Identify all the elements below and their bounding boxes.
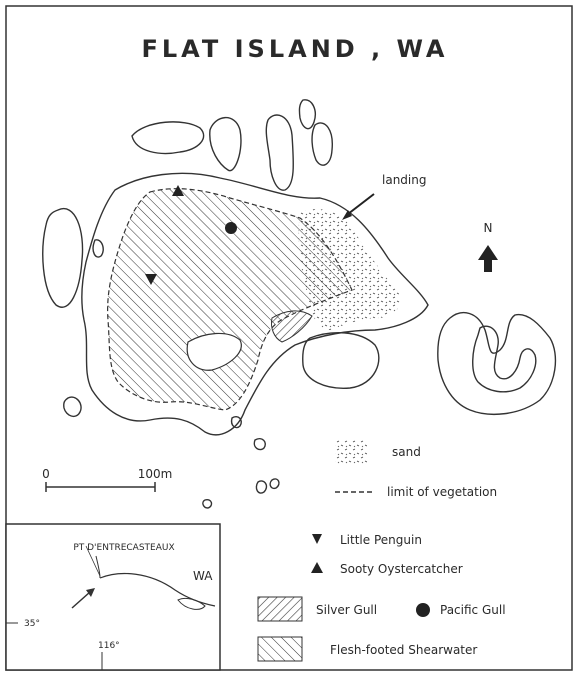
legend-shearwater-swatch (257, 636, 303, 662)
main-island-coast (81, 172, 429, 436)
islet-south-5 (202, 498, 213, 509)
legend-sand-label: sand (392, 445, 421, 459)
inset-small-island (177, 597, 206, 610)
legend-little-penguin-icon (312, 534, 322, 544)
inset-pointer-line (85, 545, 101, 577)
landing-label: landing (382, 173, 426, 187)
legend-sooty-oystercatcher-label: Sooty Oystercatcher (340, 562, 463, 576)
scale-bar-end-label: 100m (138, 467, 173, 481)
sooty-oystercatcher-marker (172, 185, 184, 196)
inset-state-label: WA (193, 569, 213, 583)
inset-map-frame (5, 523, 221, 671)
inset-location-arrow (71, 591, 91, 609)
north-label: N (484, 221, 493, 235)
shearwater-colony-area (107, 188, 353, 411)
pacific-gull-marker (225, 222, 237, 234)
islet-south-3 (255, 480, 268, 494)
inset-coastline (99, 572, 216, 607)
islet-north-5 (311, 122, 333, 166)
map-frame (5, 5, 573, 671)
islet-north-1 (131, 121, 205, 155)
islet-south-2 (253, 438, 266, 451)
north-arrow-icon (478, 245, 498, 272)
islet-north-4 (298, 99, 316, 130)
legend-pacific-gull-label: Pacific Gull (440, 603, 506, 617)
inset-lon-label: 116° (98, 641, 120, 651)
islet-south-4 (269, 478, 280, 490)
little-penguin-marker (145, 274, 157, 285)
legend-silver-gull-label: Silver Gull (316, 603, 377, 617)
islet-east (437, 311, 557, 415)
legend-vegetation-label: limit of vegetation (387, 485, 497, 499)
inset-place-label: PT D'ENTRECASTEAUX (73, 543, 174, 553)
islet-west (42, 207, 84, 308)
legend-shearwater-label: Flesh-footed Shearwater (330, 643, 477, 657)
legend-sand-swatch (335, 440, 367, 464)
map-title: FLAT ISLAND , WA (141, 35, 448, 63)
legend-silver-gull-swatch (257, 596, 303, 622)
silver-gull-area (271, 310, 313, 343)
islet-south-east (302, 331, 380, 389)
islet-north-3 (265, 114, 295, 191)
islet-east-inner (472, 325, 537, 393)
islet-south-west (63, 396, 82, 418)
inset-coastline-west (95, 555, 101, 579)
inner-rock-patch (186, 332, 242, 371)
islet-north-2 (209, 116, 242, 172)
landing-arrow (347, 193, 375, 215)
legend-pacific-gull-icon (416, 603, 430, 617)
islet-west-small (92, 239, 104, 258)
legend-sooty-oystercatcher-icon (311, 562, 323, 573)
legend-little-penguin-label: Little Penguin (340, 533, 422, 547)
scale-bar-start-label: 0 (42, 467, 50, 481)
islet-south-1 (230, 416, 242, 429)
inset-lat-label: 35° (24, 619, 40, 629)
inset-location-arrow-head (86, 588, 95, 597)
landing-arrow-head (342, 210, 352, 220)
